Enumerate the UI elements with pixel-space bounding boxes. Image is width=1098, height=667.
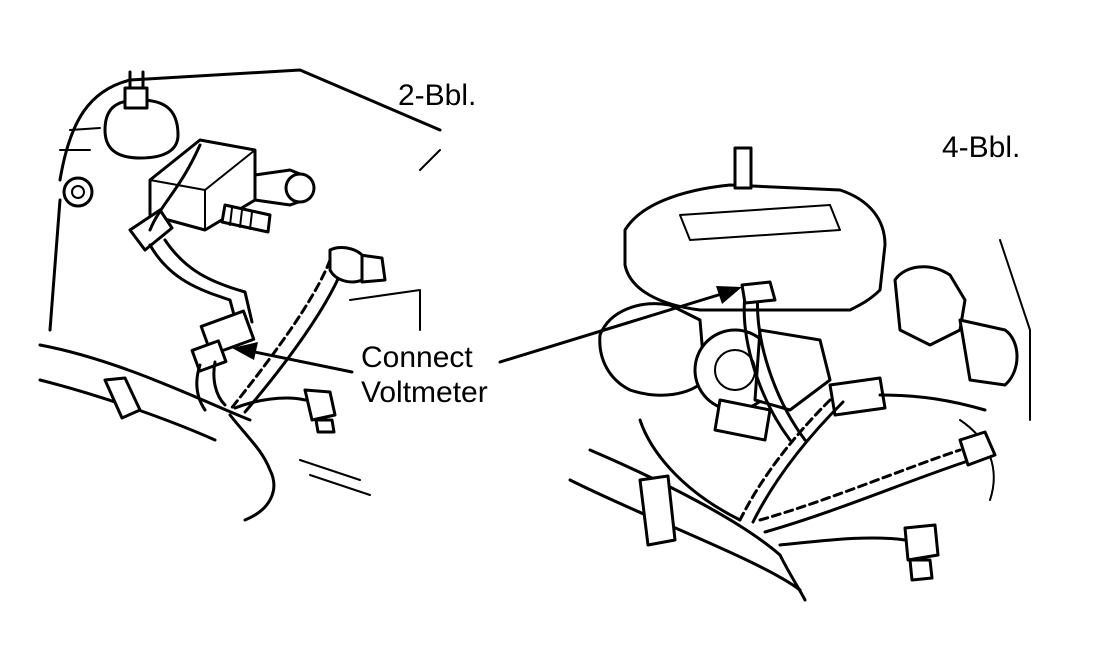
callout-arrows [232,286,742,374]
four-bbl-label: 4-Bbl. [942,131,1020,164]
four-bbl-illustration [568,146,1031,602]
right-arrowhead [716,286,742,304]
callout-label-connect: Connect [361,341,473,374]
two-bbl-label: 2-Bbl. [398,79,476,112]
callout-label-voltmeter: Voltmeter [361,376,488,409]
two-bbl-illustration [38,68,442,522]
left-arrowhead [232,342,258,360]
